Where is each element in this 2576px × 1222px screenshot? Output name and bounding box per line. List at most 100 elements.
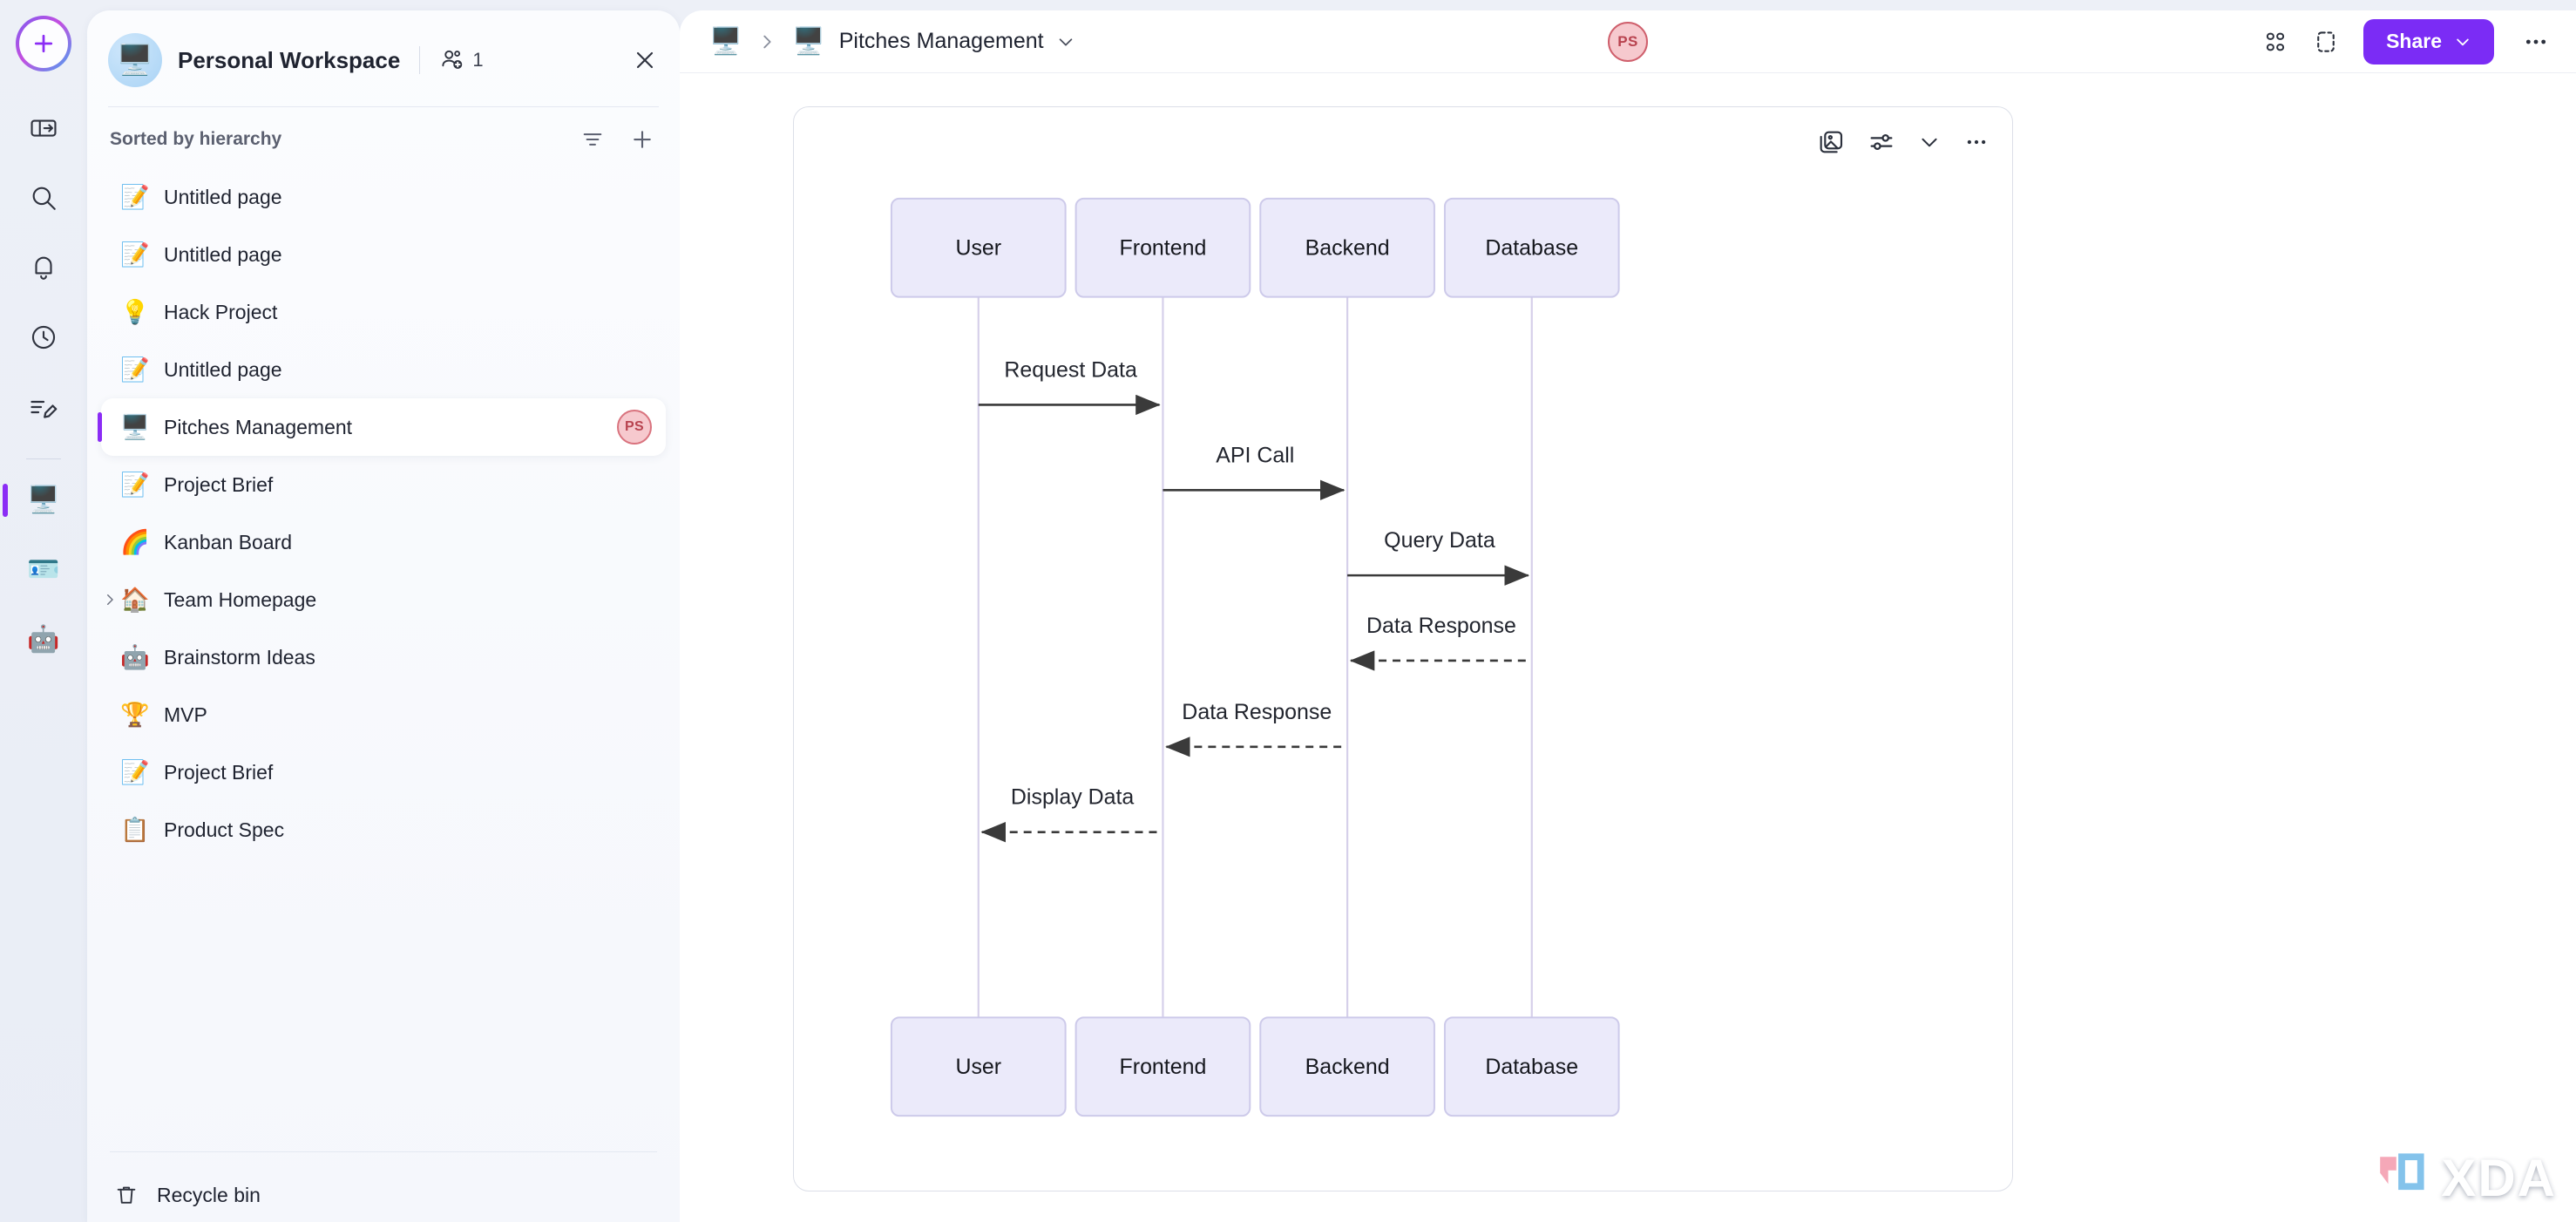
- shortcut-cards[interactable]: 🪪: [17, 543, 71, 597]
- page-list: 📝 Untitled page 📝 Untitled page 💡 Hack P…: [87, 165, 680, 1144]
- workspace-header: 🖥️ Personal Workspace 1: [87, 10, 680, 106]
- more-horizontal-icon[interactable]: [2518, 28, 2550, 56]
- sort-label: Sorted by hierarchy: [110, 129, 282, 149]
- card-icon: 🪪: [27, 555, 60, 584]
- watermark: XDA: [2375, 1148, 2557, 1208]
- apps-grid-icon[interactable]: [2262, 29, 2288, 55]
- list-item[interactable]: 📝 Project Brief: [101, 456, 666, 513]
- top-toolbar: 🖥️ 🖥️ Pitches Management PS: [680, 10, 2576, 73]
- notifications-icon[interactable]: [17, 241, 71, 295]
- page-label: MVP: [164, 703, 207, 726]
- workspace-members[interactable]: 1: [439, 47, 484, 73]
- list-item[interactable]: 💡 Hack Project: [101, 283, 666, 341]
- page-emoji-icon: 🏠: [120, 586, 150, 613]
- sliders-glyph: [1870, 133, 1893, 151]
- robot-icon: 🤖: [27, 625, 60, 654]
- monitor-icon: 🖥️: [27, 485, 60, 514]
- page-label: Pitches Management: [164, 415, 353, 438]
- page-label: Brainstorm Ideas: [164, 645, 315, 669]
- select-frame-icon[interactable]: [2313, 29, 2339, 55]
- more-horizontal-icon[interactable]: [1963, 129, 1990, 155]
- workspace-avatar: 🖥️: [108, 33, 162, 87]
- breadcrumb-root-monitor-icon[interactable]: 🖥️: [709, 26, 742, 56]
- chevron-down-glyph: [1059, 37, 1072, 46]
- page-label: Hack Project: [164, 300, 278, 323]
- list-item[interactable]: 📝 Untitled page: [101, 341, 666, 398]
- footer-divider: [110, 1151, 657, 1152]
- trash-icon: [117, 1186, 136, 1204]
- participant-boxes-top: User Frontend Backend Database: [890, 197, 1620, 298]
- list-item[interactable]: 🤖 Brainstorm Ideas: [101, 628, 666, 686]
- message-label: Query Data: [1384, 528, 1495, 553]
- close-workspace-button[interactable]: [631, 46, 659, 74]
- recent-icon[interactable]: [17, 310, 71, 364]
- active-indicator: [3, 484, 8, 517]
- workspace-title: Personal Workspace: [178, 46, 401, 73]
- image-icon[interactable]: [1817, 128, 1845, 156]
- participant-label: Backend: [1305, 236, 1390, 261]
- more-glyph: [1967, 139, 1986, 145]
- rail-divider: [26, 458, 61, 459]
- share-button[interactable]: Share: [2363, 18, 2494, 64]
- add-member-icon: [442, 50, 463, 69]
- plus-icon: [34, 34, 53, 53]
- filter-icon[interactable]: [580, 127, 605, 152]
- apps-grid-glyph: [2266, 32, 2285, 51]
- breadcrumb-page-monitor-icon: 🖥️: [792, 26, 825, 56]
- page-emoji-icon: 📝: [120, 241, 150, 268]
- sequence-diagram[interactable]: User Frontend Backend Database Request D…: [794, 107, 2012, 1191]
- status-badge: PS: [617, 410, 652, 445]
- list-item[interactable]: 📝 Project Brief: [101, 743, 666, 801]
- panel-toggle-icon[interactable]: [17, 101, 71, 155]
- list-item[interactable]: 🏆 MVP: [101, 686, 666, 743]
- chevron-down-icon: [2457, 38, 2469, 45]
- create-new-button[interactable]: [16, 16, 71, 71]
- list-item[interactable]: 📝 Untitled page: [101, 226, 666, 283]
- canvas[interactable]: User Frontend Backend Database Request D…: [680, 73, 2576, 1222]
- toolbar-actions: Share: [2262, 18, 2550, 64]
- pencil-lines-glyph: [31, 400, 58, 418]
- collaborators: PS: [1608, 21, 1648, 62]
- more-glyph: [2525, 39, 2546, 44]
- shortcut-brainstorm[interactable]: 🤖: [17, 613, 71, 667]
- page-emoji-icon: 🏆: [120, 701, 150, 728]
- page-label: Untitled page: [164, 357, 282, 381]
- page-label: Product Spec: [164, 818, 285, 841]
- monitor-icon: 🖥️: [116, 44, 154, 77]
- page-emoji-icon: 📝: [120, 183, 150, 210]
- page-emoji-icon: 📝: [120, 758, 150, 785]
- shortcut-pitches-management[interactable]: 🖥️: [3, 473, 71, 527]
- page-label: Project Brief: [164, 760, 274, 784]
- chevron-right-icon[interactable]: [101, 592, 119, 608]
- list-item[interactable]: 📋 Product Spec: [101, 801, 666, 859]
- panel-toggle-glyph: [31, 119, 57, 137]
- participant-label: Frontend: [1120, 236, 1207, 261]
- sidebar-item-recycle-bin[interactable]: Recycle bin: [101, 1168, 666, 1222]
- page-emoji-icon: 📝: [120, 471, 150, 498]
- message-label: Data Response: [1182, 700, 1332, 724]
- diagram-card[interactable]: User Frontend Backend Database Request D…: [793, 106, 2013, 1191]
- clock-glyph: [31, 325, 56, 350]
- search-icon[interactable]: [17, 171, 71, 225]
- workspace-header-rule: [108, 106, 659, 107]
- page-label: Untitled page: [164, 242, 282, 266]
- settings-sliders-icon[interactable]: [1868, 128, 1895, 156]
- page-title-chevron-down-icon[interactable]: [1056, 32, 1075, 51]
- avatar[interactable]: PS: [1608, 21, 1648, 62]
- add-page-icon[interactable]: [629, 126, 655, 153]
- search-glyph: [32, 187, 56, 210]
- list-item[interactable]: 🌈 Kanban Board: [101, 513, 666, 571]
- chevron-down-icon[interactable]: [1918, 131, 1941, 153]
- monitor-icon: 🖥️: [120, 413, 150, 440]
- page-label: Kanban Board: [164, 530, 293, 553]
- frame-glyph: [2317, 31, 2335, 52]
- message-label: Display Data: [1011, 785, 1135, 810]
- members-count: 1: [472, 49, 484, 71]
- sidebar-item-pitches-management[interactable]: 🖥️ Pitches Management PS: [101, 398, 666, 456]
- list-item[interactable]: 🏠 Team Homepage: [101, 571, 666, 628]
- edit-icon[interactable]: [17, 380, 71, 434]
- list-item[interactable]: 📝 Untitled page: [101, 168, 666, 226]
- participant-label: Backend: [1305, 1055, 1390, 1079]
- sequence-diagram-svg: User Frontend Backend Database Request D…: [890, 197, 1620, 1117]
